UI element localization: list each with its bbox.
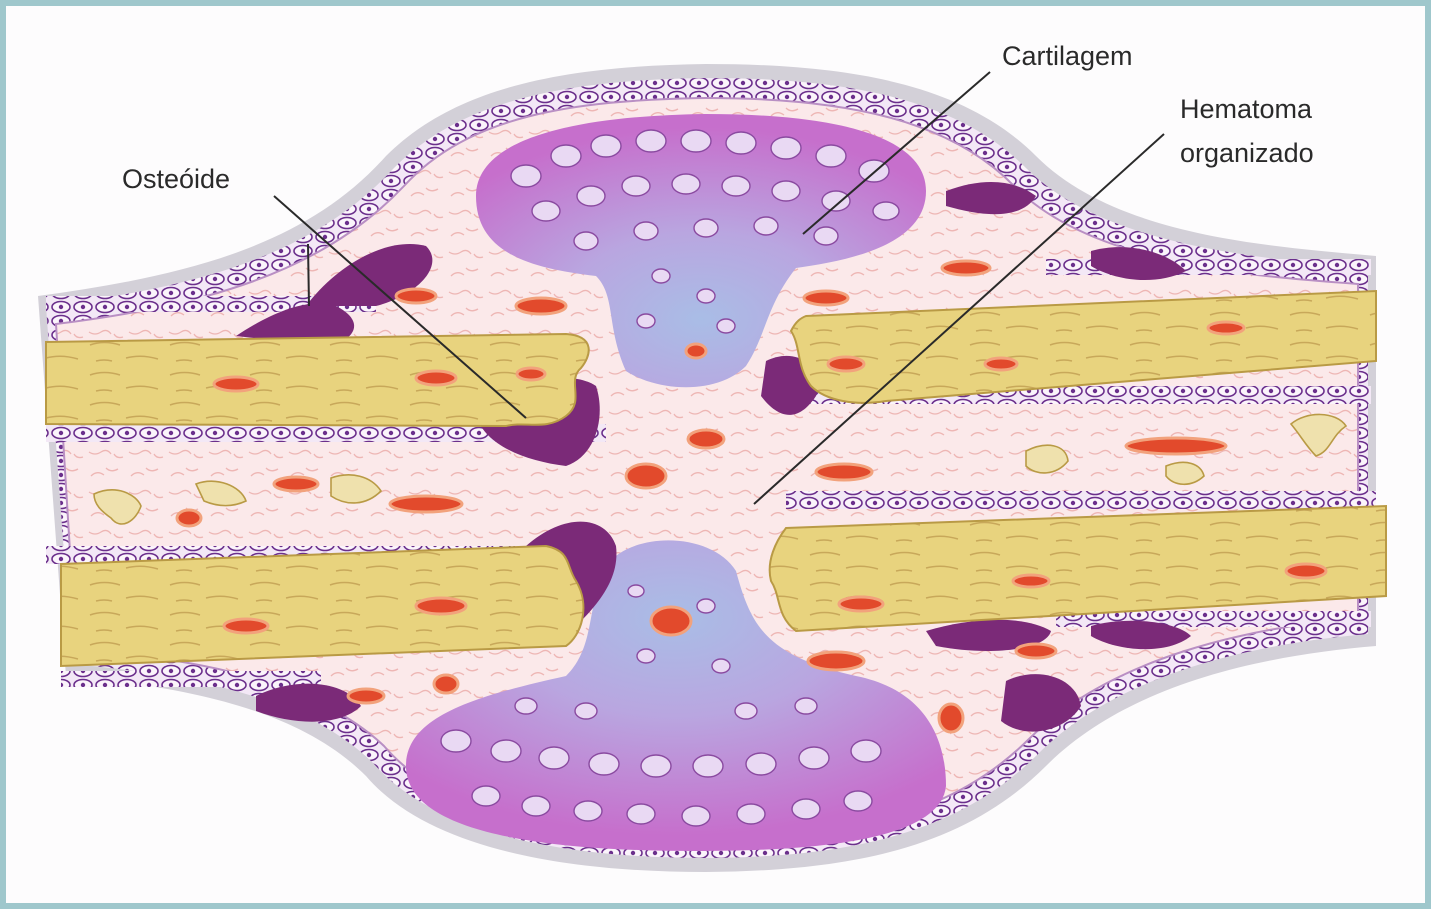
label-cartilagem: Cartilagem [1002,35,1133,78]
bone-upper-left [46,334,589,426]
cell-row-mid-right-2 [786,491,1376,509]
cell-row-lower-left [61,671,321,687]
bone-lower-left [61,546,583,666]
label-hematoma-line1: Hematoma [1180,88,1312,131]
figure-frame: Osteóide Cartilagem Hematoma organizado [6,6,1425,903]
label-osteoide: Osteóide [122,158,230,201]
label-hematoma-line2: organizado [1180,132,1314,175]
osteoide-leader-2 [308,244,309,306]
